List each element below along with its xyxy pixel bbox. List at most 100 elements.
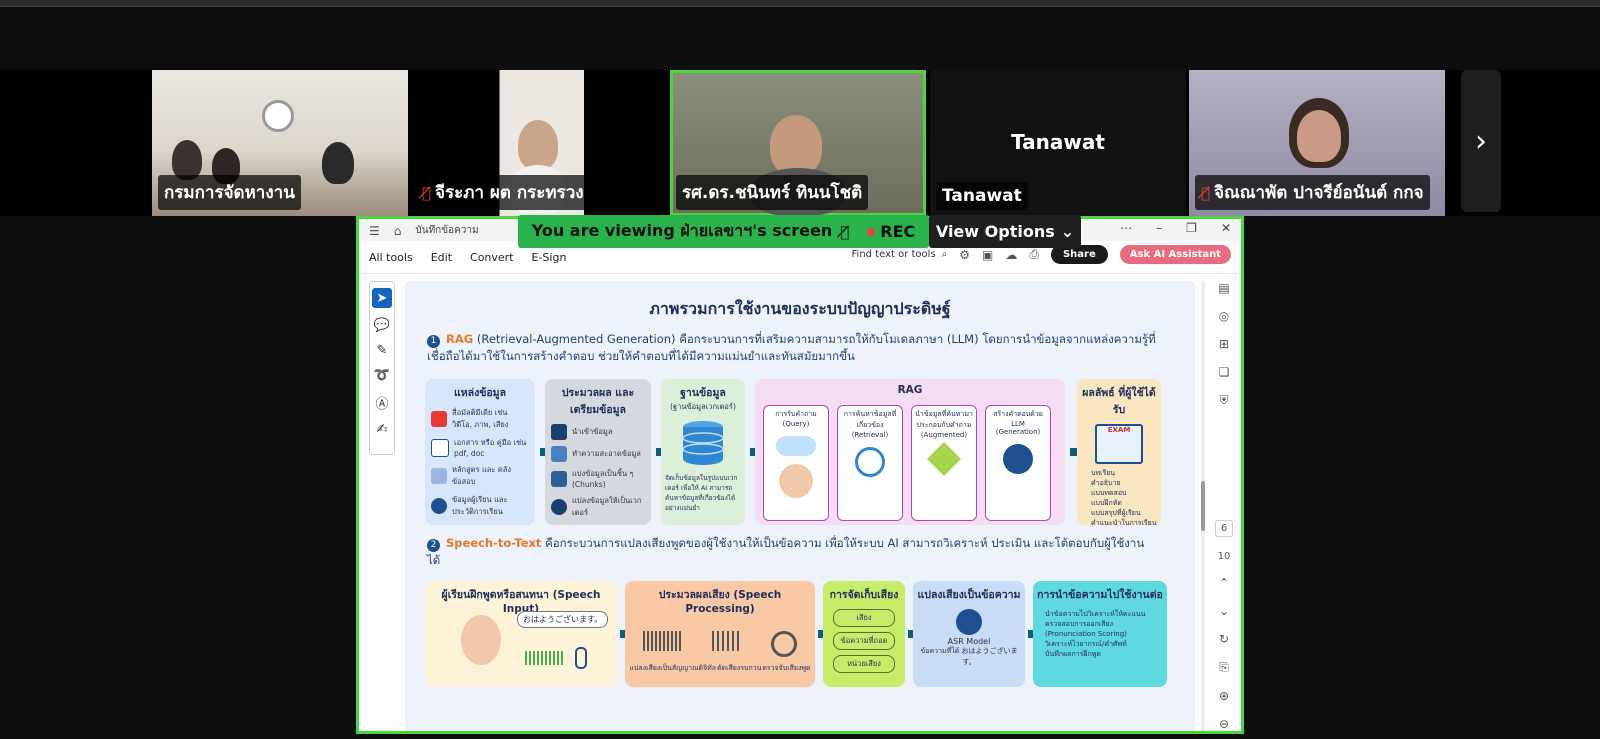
speech-bubble-icon (776, 436, 816, 456)
menu-edit[interactable]: Edit (430, 250, 453, 264)
bookmark-icon[interactable]: ⊞ (1218, 337, 1230, 351)
participant-tile[interactable]: 🎙̸จีระภา ผต กระทรวง (410, 70, 666, 216)
record-dot-icon (867, 227, 876, 236)
student-avatar-icon (461, 615, 501, 665)
minimize-icon[interactable]: – (1156, 221, 1163, 235)
print-icon[interactable]: ⎙ (1029, 247, 1039, 261)
pages-icon[interactable]: ❏ (1218, 365, 1230, 379)
summary-icon[interactable]: ▤ (1218, 281, 1230, 295)
text-box-icon[interactable]: Ⓐ (375, 397, 389, 412)
ask-ai-assistant-button[interactable]: Ask AI Assistant (1119, 245, 1231, 264)
participant-nametag: Tanawat (936, 182, 1028, 210)
document-tab-title[interactable]: บันทึกข้อความ (415, 225, 479, 236)
participant-tile[interactable]: 🎙̸จิณณาพัต ปาจรีย์อนันต์ กกจ (1189, 70, 1445, 216)
comment-panel-icon[interactable]: ◎ (1218, 309, 1230, 323)
share-button[interactable]: Share (1050, 245, 1108, 264)
zoom-in-icon[interactable]: ⊕ (1218, 689, 1230, 703)
page-up-icon[interactable]: ⌃ (1218, 576, 1230, 590)
output-item: บทเรียน (1091, 469, 1116, 477)
participant-center-name: Tanawat (1011, 130, 1105, 154)
stage-subtitle: (ฐานข้อมูลเวกเตอร์) (670, 402, 736, 411)
output-item: แบบทดสอบ (1091, 489, 1127, 497)
participant-tile[interactable]: กรมการจัดหางาน (152, 70, 408, 216)
section-number-badge: 1 (427, 335, 440, 348)
rag-step-card: สร้างคำตอบด้วย LLM (Generation) (985, 405, 1051, 521)
source-item: สื่อมัลติมีเดีย เช่น วิดีโอ, ภาพ, เสียง (431, 407, 529, 431)
section-text: คือกระบวนการแปลงเสียงพูดของผู้ใช้งานให้เ… (427, 536, 1145, 567)
maximize-icon[interactable]: ❐ (1186, 221, 1197, 235)
menu-convert[interactable]: Convert (470, 250, 514, 264)
document-icon (431, 438, 449, 457)
participant-video (518, 120, 558, 170)
speech-processing-box: ประมวลผลเสียง (Speech Processing) แปลงเส… (625, 581, 815, 687)
tools-icon[interactable]: ⚙ (959, 247, 971, 262)
output-list: บทเรียน คำอธิบาย แบบทดสอบ แบบฝึกหัด แบบส… (1091, 468, 1157, 528)
viewing-label: You are viewing ฝ่ายเลขาฯ's screen (531, 221, 833, 240)
scrollbar-thumb[interactable] (1201, 481, 1205, 531)
view-options-button[interactable]: View Options ⌄ (929, 215, 1081, 248)
exam-badge: EXAM (1107, 426, 1131, 434)
export-icon[interactable]: ⎘ (1219, 660, 1229, 674)
use-list: นำข้อความไปวิเคราะห์ให้คะแนน ตรวจสอบการอ… (1045, 609, 1163, 659)
recording-indicator: REC (867, 222, 915, 241)
menu-esign[interactable]: E-Sign (531, 250, 567, 264)
draw-lasso-icon[interactable]: ➰ (373, 368, 391, 383)
server-icon (551, 424, 567, 440)
close-icon[interactable]: ✕ (1220, 221, 1231, 235)
participant-tile-active-speaker[interactable]: รศ.ดร.ชนินทร์ ทินนโชติ (670, 70, 926, 216)
checklist-icon (431, 468, 447, 484)
process-text: แปลงข้อมูลให้เป็นเวกเตอร์ (572, 496, 642, 517)
use-item: ตรวจสอบการออกเสียง (Pronunciation Scorin… (1045, 620, 1127, 638)
menu-all-tools[interactable]: All tools (369, 250, 413, 264)
magnifier-icon (855, 447, 885, 477)
participant-gallery: กรมการจัดหางาน 🎙̸จีระภา ผต กระทรวง รศ.ดร… (0, 70, 1600, 216)
page-down-icon[interactable]: ⌄ (1218, 604, 1230, 618)
pen-icon[interactable]: ✎ (376, 343, 388, 358)
participant-nametag: กรมการจัดหางาน (158, 175, 301, 210)
processing-item: ตัดเสียงรบกวน (716, 664, 762, 672)
stage-title: RAG (897, 384, 923, 396)
processing-labels: แปลงเสียงเป็นสัญญาณดิจิทัล ตัดเสียงรบกวน… (629, 663, 811, 674)
speech-convert-box: แปลงเสียงเป็นข้อความ ASR Model ข้อความที… (913, 581, 1025, 687)
more-options-icon[interactable]: ⋯ (1120, 221, 1133, 235)
exam-screen-icon: EXAM (1095, 424, 1143, 464)
ai-chip-icon (956, 609, 982, 635)
rag-step-card: นำข้อมูลที่ค้นหามาประกอบกับคำถาม (Augmen… (911, 405, 977, 521)
page-title: ภาพรวมการใช้งานของระบบปัญญาประดิษฐ์ (649, 299, 951, 318)
stage-title: ฐานข้อมูล (680, 387, 726, 399)
select-cursor-icon[interactable]: ➤ (372, 288, 392, 308)
rotate-icon[interactable]: ↻ (1218, 632, 1230, 646)
mic-muted-icon: 🎙̸ (840, 222, 850, 241)
protect-icon[interactable]: ⛨ (1219, 393, 1229, 407)
microphone-icon (575, 647, 587, 669)
current-page-field[interactable]: 6 (1214, 520, 1234, 537)
processing-item: แปลงเสียงเป็นสัญญาณดิจิทัล (629, 664, 717, 672)
comment-icon[interactable]: 💬 (373, 318, 391, 333)
save-icon[interactable]: ▣ (982, 247, 994, 262)
source-text: เอกสาร หรือ คู่มือ เช่น pdf, doc (454, 438, 527, 458)
detect-voice-icon (770, 631, 797, 657)
participant-nametag: 🎙̸จีระภา ผต กระทรวง (416, 175, 590, 210)
home-icon[interactable]: ⌂ (393, 223, 402, 238)
document-scrollbar[interactable] (1201, 281, 1205, 731)
zoom-out-icon[interactable]: ⊖ (1218, 717, 1230, 731)
process-item: แบ่งข้อมูลเป็นชิ้น ๆ (Chunks) (551, 468, 645, 489)
stage-note: จัดเก็บข้อมูลในรูปแบบเวกเตอร์ เพื่อให้ A… (665, 474, 738, 512)
source-item: หลักสูตร และ คลังข้อสอบ (431, 464, 529, 488)
rec-label: REC (880, 222, 916, 241)
emblem-decoration (262, 100, 294, 132)
stage-title: ประมวลผลเสียง (Speech Processing) (658, 589, 782, 615)
find-tools-field[interactable]: Find text or tools⌕ (852, 249, 948, 260)
chevron-right-icon: › (1475, 123, 1487, 159)
sign-icon[interactable]: ✍ (376, 422, 388, 437)
upload-cloud-icon[interactable]: ☁ (1005, 247, 1018, 262)
gallery-next-button[interactable]: › (1461, 70, 1501, 212)
storage-item: ข้อความที่ถอด (833, 632, 895, 650)
participant-tile[interactable]: Tanawat Tanawat (930, 70, 1186, 216)
total-pages-label: 10 (1217, 551, 1231, 562)
clean-data-icon (551, 446, 567, 462)
hamburger-menu-icon[interactable]: ☰ (369, 223, 380, 238)
